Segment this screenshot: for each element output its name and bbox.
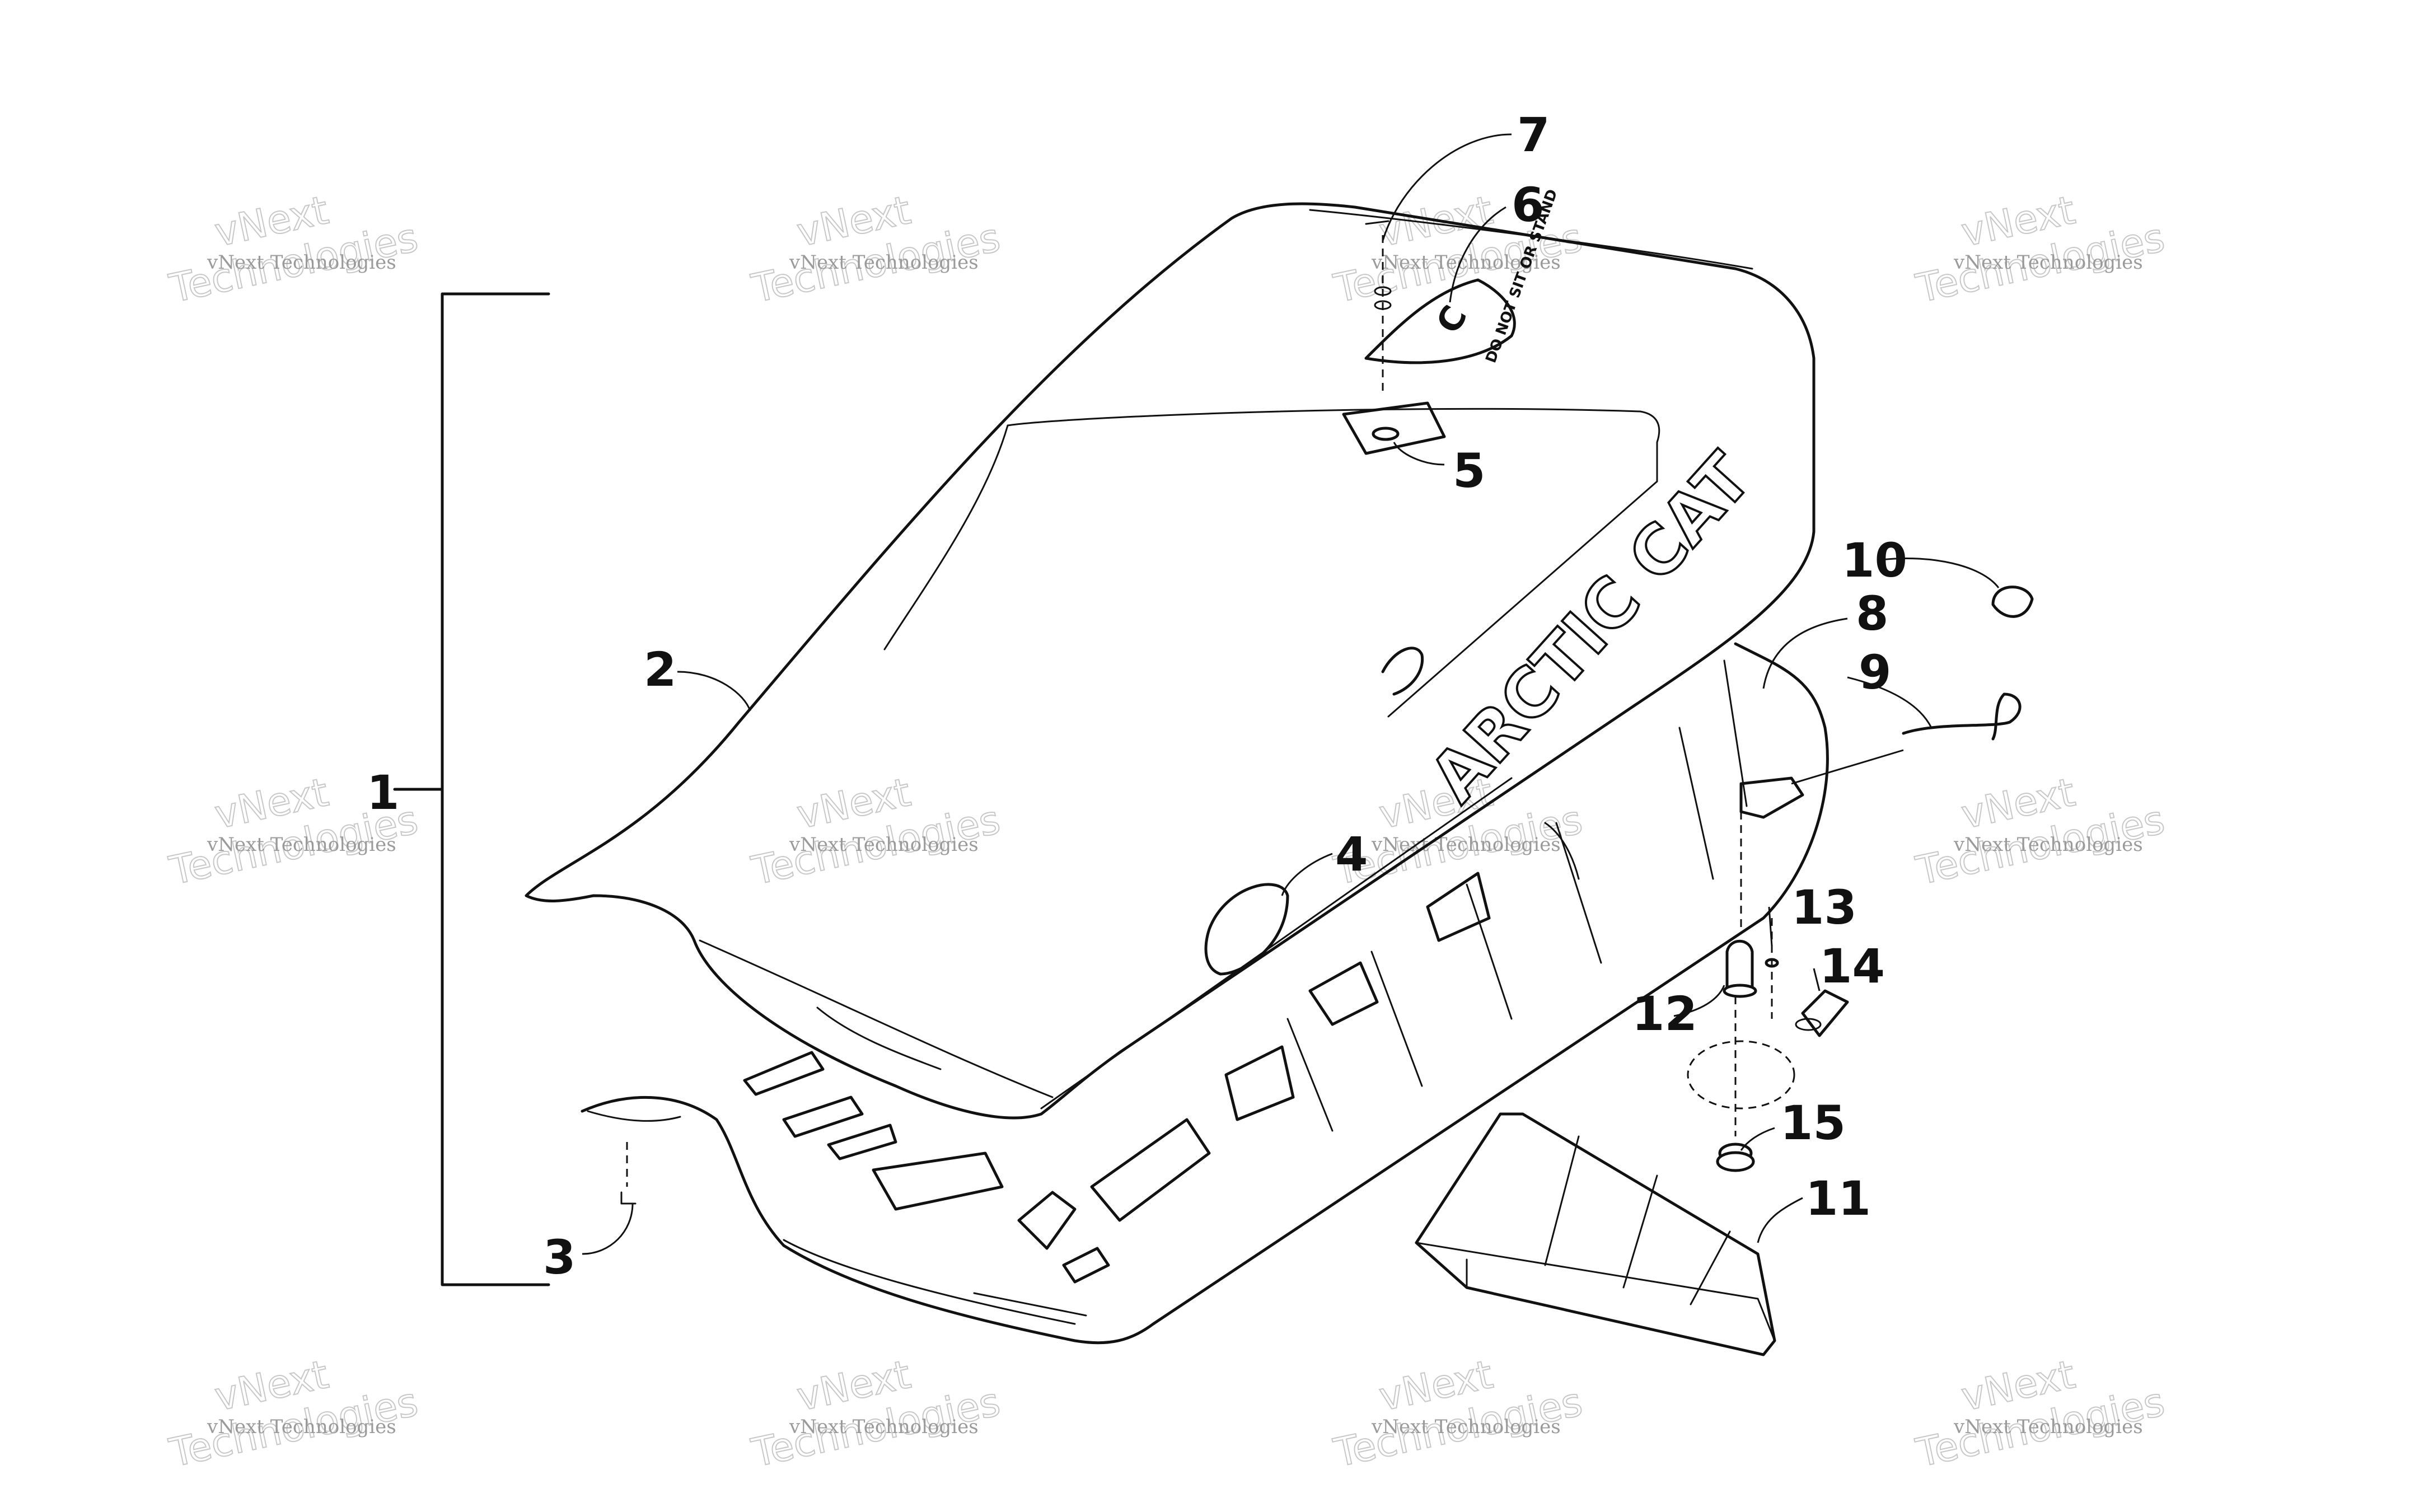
watermark-text: vNext Technologies [207, 1416, 396, 1438]
watermark-text: vNext Technologies [207, 251, 396, 274]
small-clip [620, 1142, 637, 1205]
watermark-text: vNext Technologies [1953, 251, 2143, 274]
callout-10: 10 [1842, 533, 1907, 588]
watermark-text: vNext Technologies [1953, 1416, 2143, 1438]
decal-initial: C [1429, 299, 1475, 340]
callout-6: 6 [1512, 177, 1544, 232]
callout-13: 13 [1791, 880, 1857, 935]
watermark-text: vNext Technologies [1371, 251, 1561, 274]
callout-labels: 1 2 3 4 5 6 7 8 9 10 11 12 13 14 15 [367, 107, 1907, 1285]
hardware-parts [1687, 586, 2034, 1172]
fastener-stack-top [1342, 235, 1446, 455]
assembly-bracket [393, 292, 550, 1286]
seat-cushion: ARCTIC CAT [525, 202, 1816, 1120]
seat-base [581, 642, 1829, 1345]
watermark-text: vNext Technologies [789, 1416, 979, 1438]
watermark-text: vNext Technologies [1371, 1416, 1561, 1438]
callout-1: 1 [367, 765, 399, 820]
callout-8: 8 [1856, 586, 1888, 641]
callout-4: 4 [1335, 827, 1368, 882]
callout-15: 15 [1780, 1096, 1846, 1150]
leader-lines [582, 133, 2000, 1255]
watermark-text: vNext Technologies [207, 834, 396, 856]
callout-9: 9 [1859, 645, 1891, 700]
foam-pad [1204, 883, 1289, 976]
watermark-text: vNext Technologies [1371, 834, 1561, 856]
callout-3: 3 [543, 1230, 575, 1285]
watermark-text: vNext Technologies [789, 251, 979, 274]
watermark-text: vNext Technologies [1953, 834, 2143, 856]
foam-block [1415, 1112, 1776, 1356]
callout-12: 12 [1632, 986, 1697, 1041]
callout-14: 14 [1819, 939, 1885, 994]
watermark-text: vNext Technologies [789, 834, 979, 856]
callout-5: 5 [1453, 443, 1485, 498]
callout-2: 2 [644, 642, 676, 697]
callout-7: 7 [1517, 107, 1550, 162]
callout-11: 11 [1805, 1171, 1871, 1226]
